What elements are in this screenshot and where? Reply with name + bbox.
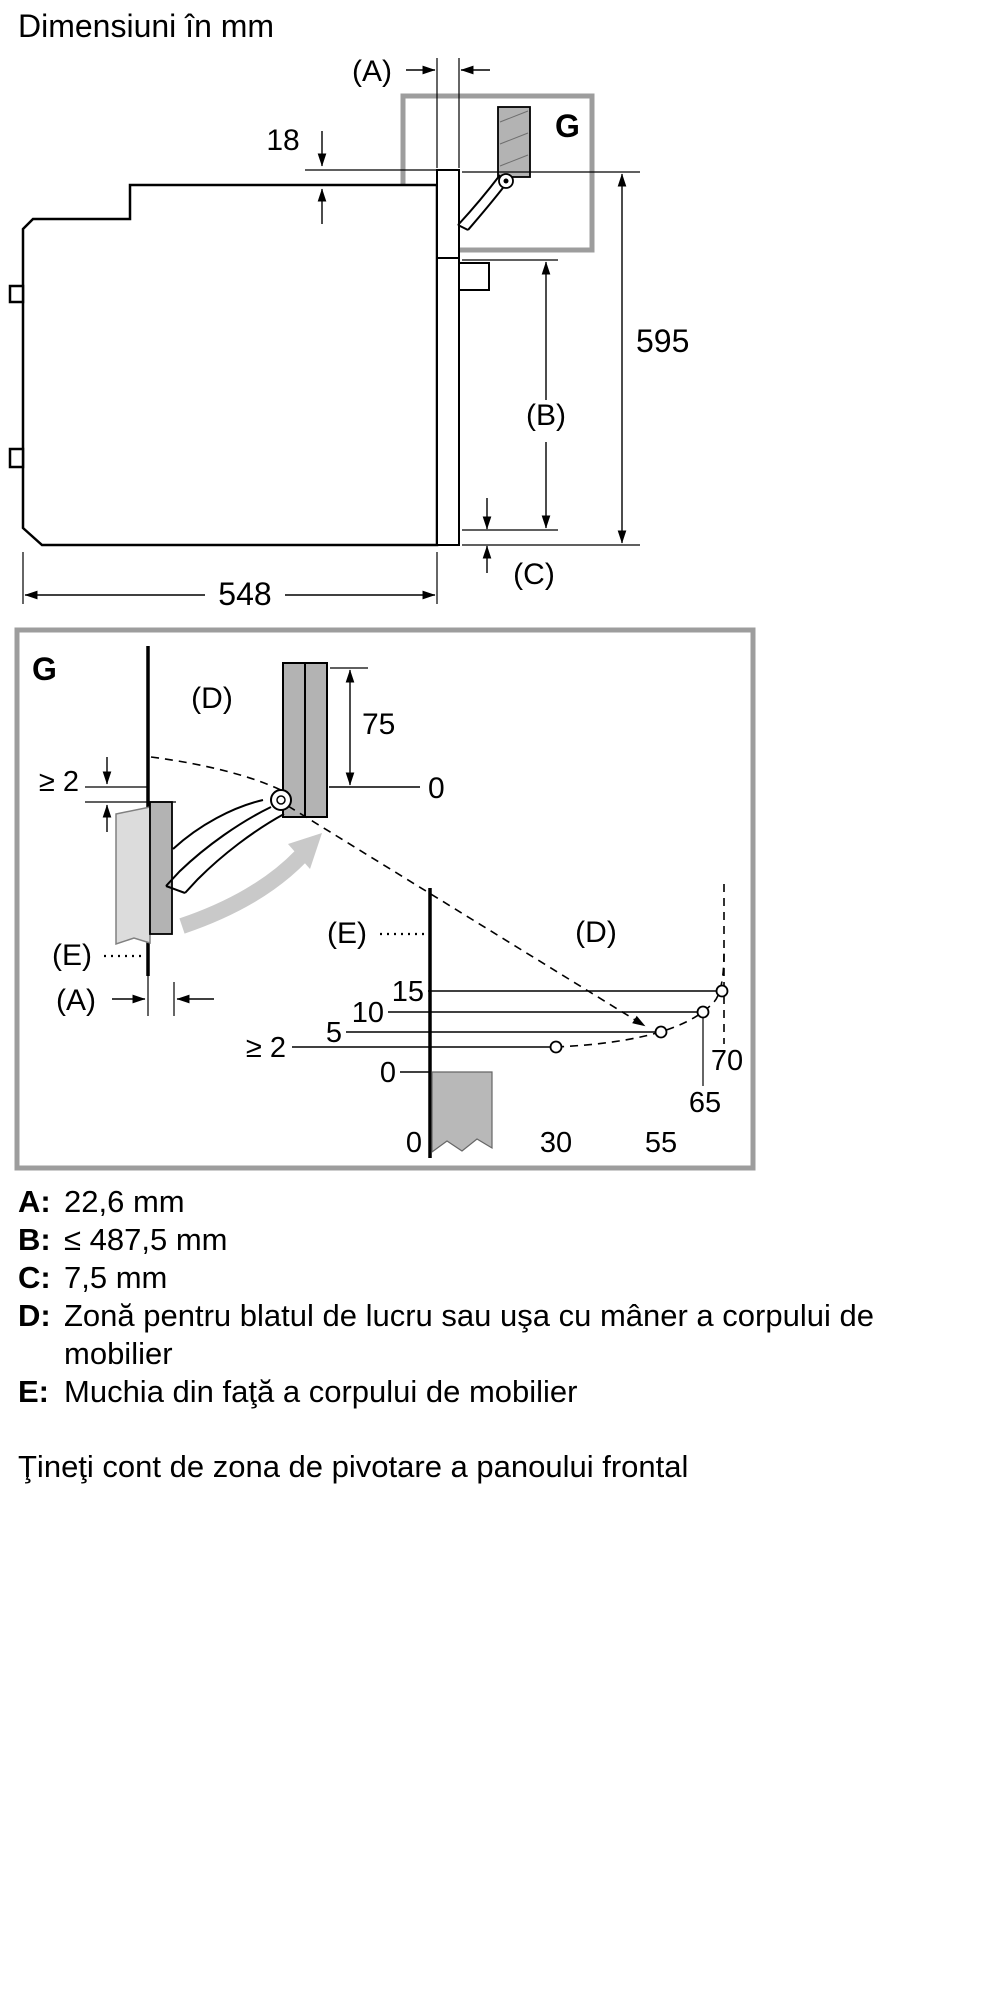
point-70 (715, 984, 729, 998)
hatch-line (499, 132, 529, 145)
legend-key-b: B: (18, 1222, 51, 1257)
dim-c-label: (C) (513, 558, 555, 591)
hinge-arm-inner (184, 813, 285, 894)
rear-bracket-bottom (8, 447, 25, 469)
level-min-label: ≥ 2 (246, 1032, 286, 1064)
dim-c: (C) (482, 498, 555, 591)
dim-75-label: 75 (362, 708, 395, 741)
door-corner-path (150, 756, 284, 792)
dim-18: 18 (266, 124, 437, 224)
edge-e-left: (E) (52, 939, 146, 972)
edge-e-lower: (E) (327, 917, 426, 950)
rear-bracket-top (8, 284, 25, 304)
detail-g-label: G (32, 651, 57, 687)
legend: A: 22,6 mm B: ≤ 487,5 mm C: 7,5 mm D: Zo… (18, 1183, 918, 1411)
pivot-circle-inner (276, 795, 286, 805)
dim-b: (B) (462, 259, 566, 531)
legend-key-d: D: (18, 1298, 51, 1333)
legend-value-a: 22,6 mm (64, 1184, 185, 1219)
dim-a-detail: (A) (56, 982, 214, 1017)
level-5-label: 5 (326, 1017, 342, 1049)
edge-e-left-label: (E) (52, 939, 92, 972)
legend-value-d: Zonă pentru blatul de lucru sau uşa cu m… (64, 1298, 874, 1371)
zone-d-lower-label: (D) (575, 916, 617, 949)
point-65 (696, 1005, 710, 1019)
edge-e-lower-label: (E) (327, 917, 367, 950)
pos-65-label: 65 (689, 1087, 721, 1119)
dim-a: (A) (352, 55, 490, 168)
hinge-detail (457, 106, 531, 231)
legend-item-e: E: Muchia din faţă a corpului de mobilie… (18, 1373, 918, 1411)
pos-0-label: 0 (406, 1127, 422, 1159)
level-0-label: 0 (380, 1057, 396, 1089)
main-dimension-diagram: G (A) 18 595 (B) (8, 55, 689, 612)
dim-75: 75 (330, 667, 395, 786)
front-panel (436, 169, 460, 546)
legend-value-e: Muchia din faţă a corpului de mobilier (64, 1374, 578, 1409)
handle (458, 262, 490, 291)
hinge-arm-base (457, 224, 469, 231)
zero-upper-label: 0 (428, 772, 445, 805)
door-top-section (497, 106, 531, 178)
legend-key-e: E: (18, 1374, 49, 1409)
oven-body-outline (21, 183, 439, 547)
legend-key-c: C: (18, 1260, 51, 1295)
pos-30-label: 30 (540, 1127, 572, 1159)
legend-item-a: A: 22,6 mm (18, 1183, 918, 1221)
hinge-pivot-dot (503, 178, 509, 184)
dim-a-detail-label: (A) (56, 984, 96, 1017)
swing-arrow-body (179, 850, 307, 934)
hinge-arm-outer (165, 806, 272, 887)
swing-arrow-head (288, 833, 322, 869)
legend-item-b: B: ≤ 487,5 mm (18, 1221, 918, 1259)
detail-g-diagram: G (D) 75 0 (14, 627, 756, 1171)
worktop-section (431, 1071, 493, 1154)
point-30 (549, 1040, 563, 1054)
level-15-label: 15 (392, 976, 424, 1008)
dim-b-label: (B) (526, 399, 566, 432)
legend-item-c: C: 7,5 mm (18, 1259, 918, 1297)
dim-a-label: (A) (352, 55, 392, 88)
door-open-panel (149, 801, 173, 935)
clearance-levels: 15 10 5 ≥ 2 0 (246, 976, 722, 1089)
point-55 (654, 1025, 668, 1039)
hinge-arm-outer (457, 174, 501, 226)
pivot-circle (270, 789, 292, 811)
dim-18-label: 18 (266, 124, 299, 157)
page-title: Dimensiuni în mm (18, 8, 275, 44)
door-open-silhouette (115, 806, 151, 946)
position-labels: 0 30 55 65 70 (406, 1045, 743, 1159)
legend-value-c: 7,5 mm (64, 1260, 168, 1295)
zone-d-upper-label: (D) (191, 682, 233, 715)
dim-548: 548 (22, 552, 438, 612)
hatch-line (499, 154, 529, 167)
min-gap-label: ≥ 2 (39, 766, 79, 798)
dim-548-label: 548 (218, 576, 271, 612)
dim-595: 595 (462, 171, 689, 546)
legend-value-b: ≤ 487,5 mm (64, 1222, 228, 1257)
pivot-zone-note: Ţineţi cont de zona de pivotare a panoul… (18, 1449, 689, 1484)
pos-55-label: 55 (645, 1127, 677, 1159)
level-10-label: 10 (352, 997, 384, 1029)
legend-key-a: A: (18, 1184, 51, 1219)
hinge-arm-base (165, 885, 186, 894)
detail-marker-label: G (555, 108, 580, 144)
dim-min-gap: ≥ 2 (39, 757, 176, 832)
hatch-line (499, 110, 529, 123)
pos-70-label: 70 (711, 1045, 743, 1077)
dim-595-label: 595 (636, 323, 689, 359)
legend-item-d: D: Zonă pentru blatul de lucru sau uşa c… (18, 1297, 918, 1373)
hinge-arm-secondary (172, 799, 264, 850)
